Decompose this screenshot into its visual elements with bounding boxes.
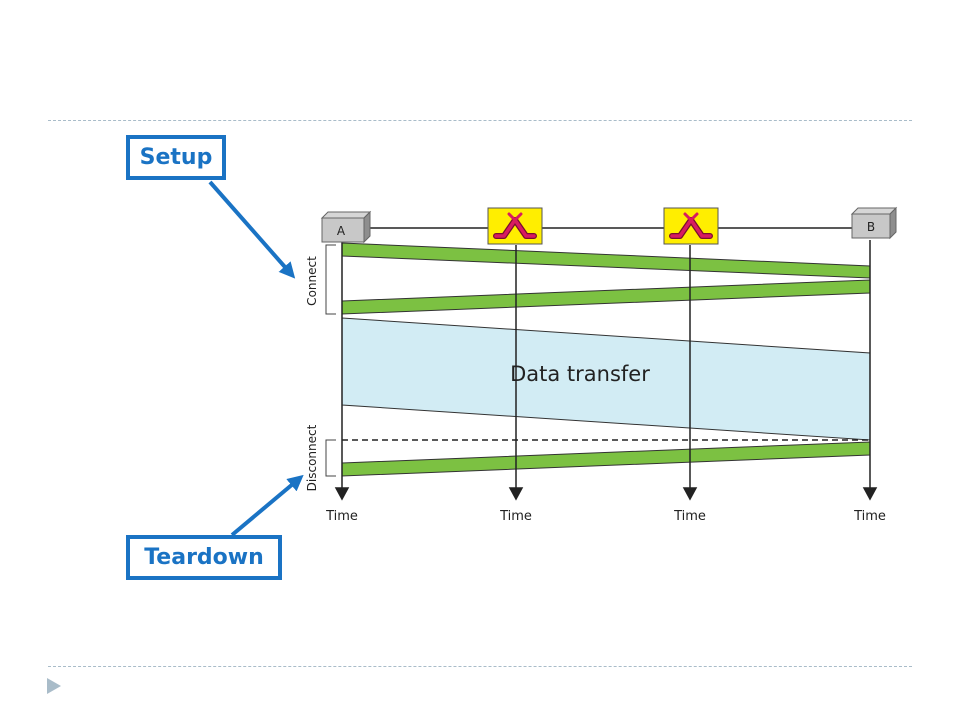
time-label-router-2: Time [673, 509, 706, 524]
connect-label: Connect [305, 256, 319, 306]
setup-label: Setup [139, 145, 213, 170]
teardown-callout: Teardown [126, 535, 282, 580]
teardown-arrow [230, 474, 304, 537]
connect-bracket [325, 244, 336, 315]
host-b-node: B [850, 206, 898, 240]
time-arrow-router-2 [682, 487, 698, 501]
teardown-label: Teardown [144, 545, 264, 570]
data-transfer-label: Data transfer [510, 362, 650, 386]
time-label-a: Time [325, 509, 358, 524]
setup-request-signal [341, 242, 871, 279]
slide-nav-triangle-icon[interactable] [44, 676, 64, 696]
time-arrow-router-1 [508, 487, 524, 501]
time-label-router-1: Time [499, 509, 532, 524]
setup-callout: Setup [126, 135, 226, 180]
router-2-icon [663, 207, 719, 245]
bottom-divider [48, 666, 912, 667]
host-a-node: A [320, 210, 372, 244]
time-arrow-a [334, 487, 350, 501]
top-divider [48, 120, 912, 121]
setup-arrow [208, 180, 296, 279]
disconnect-label: Disconnect [305, 424, 319, 491]
router-1-icon [487, 207, 543, 245]
time-label-b: Time [853, 509, 886, 524]
host-b-label: B [867, 220, 875, 234]
teardown-signal [341, 441, 871, 477]
setup-reply-signal [341, 279, 871, 315]
disconnect-bracket [325, 439, 336, 477]
host-a-label: A [337, 224, 346, 238]
time-arrow-b [862, 487, 878, 501]
